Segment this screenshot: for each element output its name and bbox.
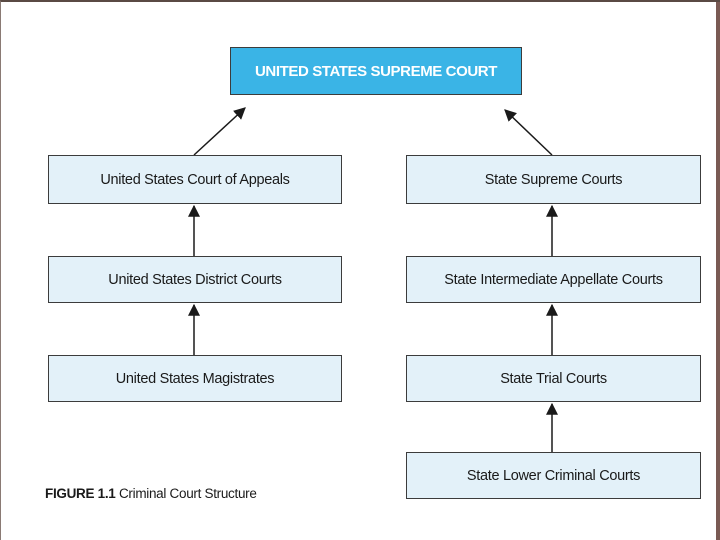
box-us-magistrates: United States Magistrates — [48, 355, 342, 402]
arrow-appeals-to-supreme — [193, 107, 246, 156]
figure-caption: FIGURE 1.1 Criminal Court Structure — [45, 486, 257, 501]
box-us-district-courts: United States District Courts — [48, 256, 342, 303]
figure-label: FIGURE 1.1 — [45, 486, 116, 501]
frame-edge — [716, 2, 720, 540]
box-state-trial-courts: State Trial Courts — [406, 355, 701, 402]
figure-title: Criminal Court Structure — [118, 486, 257, 501]
box-state-lower-criminal: State Lower Criminal Courts — [406, 452, 701, 499]
box-state-supreme-courts: State Supreme Courts — [406, 155, 701, 204]
box-us-supreme-court: UNITED STATES SUPREME COURT — [230, 47, 522, 95]
box-us-court-of-appeals: United States Court of Appeals — [48, 155, 342, 204]
box-state-intermediate-appellate: State Intermediate Appellate Courts — [406, 256, 701, 303]
arrow-state-supreme-to-supreme — [504, 109, 553, 156]
